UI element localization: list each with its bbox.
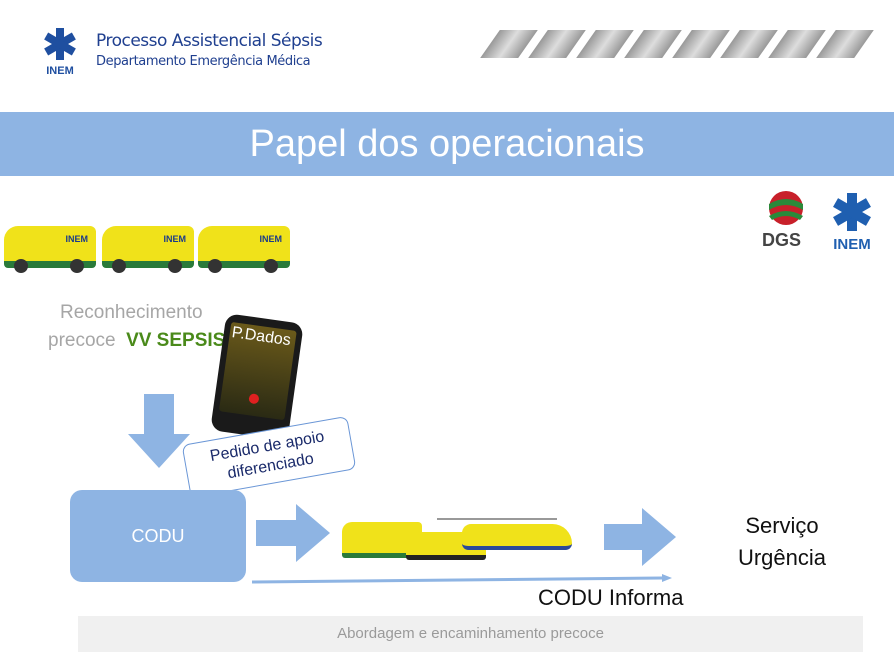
codu-informa-arrow <box>252 574 672 584</box>
down-arrow <box>128 394 190 468</box>
decorative-stripes <box>480 30 894 58</box>
svg-text:DGS: DGS <box>762 230 801 250</box>
codu-box: CODU <box>70 490 246 582</box>
svg-text:INEM: INEM <box>46 65 74 76</box>
codu-informa-label: CODU Informa <box>538 585 684 610</box>
ambulance-1: INEM <box>4 226 96 273</box>
footer-caption: Abordagem e encaminhamento precoce <box>78 616 863 652</box>
right-arrow-2 <box>604 508 676 566</box>
end-call-icon <box>248 393 260 405</box>
emergency-vehicles <box>342 514 592 562</box>
recognition-line2: precoce VV SEPSIS <box>48 330 225 352</box>
phone-label: P.Dados <box>230 324 292 350</box>
svg-text:INEM: INEM <box>833 236 871 252</box>
destination-line2: Urgência <box>737 545 827 570</box>
dgs-logo: DGS <box>760 190 812 256</box>
vv-sepsis-label: VV SEPSIS <box>126 330 226 351</box>
recognition-line1: Reconhecimento <box>60 302 203 323</box>
inem-logo: INEM <box>40 26 80 77</box>
right-arrow-1 <box>256 504 330 562</box>
header-subtitle: Departamento Emergência Médica <box>96 54 311 69</box>
ambulance-2: INEM <box>102 226 194 273</box>
inem-logo-small: INEM <box>828 192 876 253</box>
destination-label: Serviço Urgência <box>720 510 844 574</box>
header-title: Processo Assistencial Sépsis <box>96 31 323 51</box>
destination-line1: Serviço <box>745 513 819 538</box>
slide-title: Papel dos operacionais <box>0 112 894 176</box>
phone-image: P.Dados <box>210 313 304 441</box>
recognition-precoce: precoce <box>48 330 116 351</box>
ambulance-3: INEM <box>198 226 290 273</box>
